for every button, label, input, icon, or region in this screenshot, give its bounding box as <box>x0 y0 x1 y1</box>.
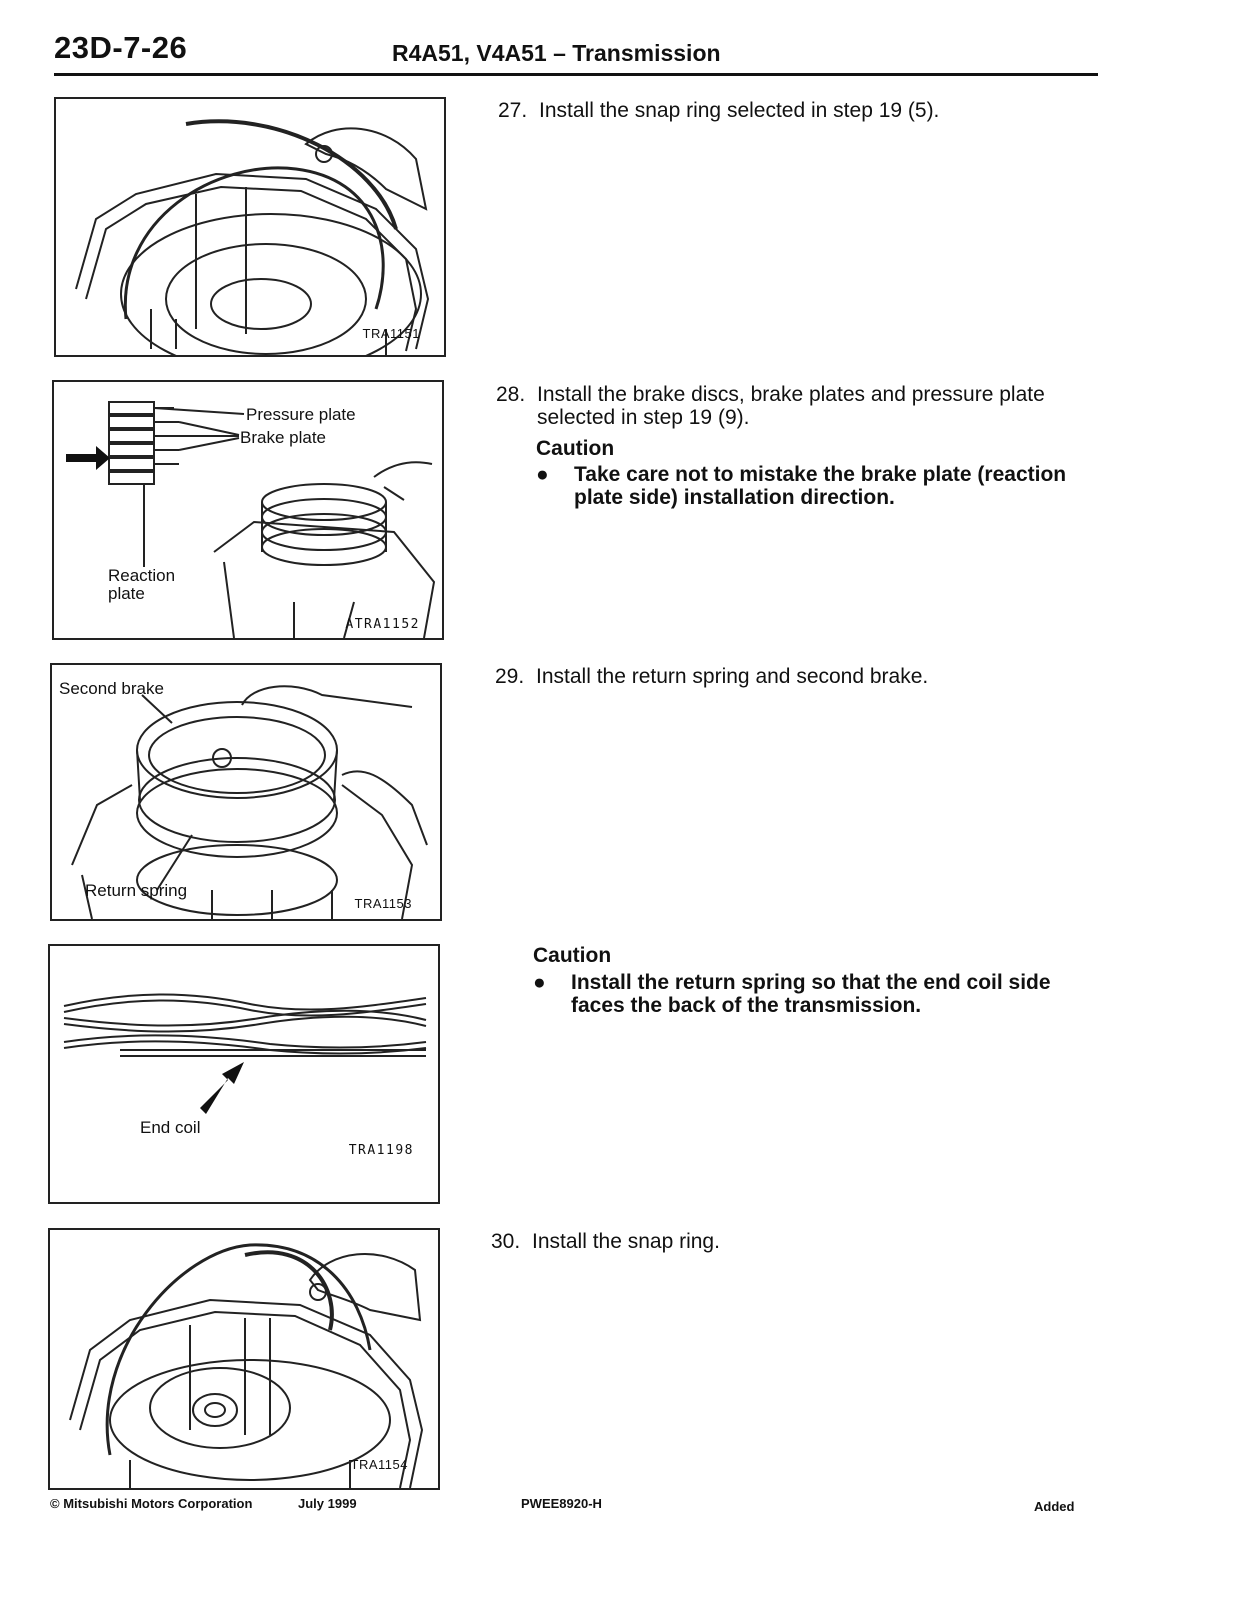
figure-snap-ring-2: TRA1154 <box>48 1228 440 1490</box>
footer-status: Added <box>1034 1499 1075 1514</box>
figure-code: ATRA1152 <box>345 617 420 632</box>
figure-code: TRA1151 <box>362 326 420 341</box>
brake-plates-illustration <box>66 401 436 638</box>
bullet: ● <box>536 463 549 486</box>
caution-title: Caution <box>533 944 612 967</box>
header-rule <box>54 73 1098 76</box>
caution-item: ● Install the return spring so that the … <box>533 971 1093 1019</box>
snap-ring-illustration-2 <box>69 1243 424 1488</box>
figure-code: TRA1154 <box>350 1457 408 1472</box>
label-second-brake: Second brake <box>59 679 164 698</box>
figure-end-coil: End coil TRA1198 <box>48 944 440 1204</box>
page-title: R4A51, V4A51 – Transmission <box>392 40 721 66</box>
page-header: 23D-7-26 R4A51, V4A51 – Transmission <box>54 30 1098 78</box>
figure-code: TRA1153 <box>354 896 412 911</box>
label-plate: plate <box>108 584 145 603</box>
label-pressure-plate: Pressure plate <box>246 405 356 424</box>
snap-ring-illustration-1 <box>75 119 430 355</box>
figure-second-brake: Second brake Return spring TRA1153 <box>50 663 442 921</box>
label-return-spring: Return spring <box>85 881 188 900</box>
caution-item: ● Take care not to mistake the brake pla… <box>536 463 1096 511</box>
footer-copyright: © Mitsubishi Motors Corporation <box>50 1496 253 1511</box>
footer-doc-code: PWEE8920-H <box>521 1496 602 1511</box>
caution-text-line2: plate side) installation direction. <box>574 486 895 509</box>
step-number: 29. <box>495 665 525 688</box>
step-text: Install the return spring and second bra… <box>536 665 929 688</box>
label-reaction: Reaction <box>108 566 176 585</box>
step-text: Install the snap ring. <box>532 1230 720 1253</box>
caution-text-line1: Take care not to mistake the brake plate… <box>574 463 1067 486</box>
step-number: 28. <box>496 383 526 406</box>
footer-date: July 1999 <box>298 1496 357 1511</box>
second-brake-illustration <box>71 685 428 919</box>
step-text: Install the snap ring selected in step 1… <box>539 99 940 122</box>
label-brake-plate: Brake plate <box>240 428 326 447</box>
figure-brake-plates: Pressure plate Brake plate Reaction plat… <box>52 380 444 640</box>
figure-code: TRA1198 <box>348 1143 414 1158</box>
step-29: 29. Install the return spring and second… <box>495 664 1095 690</box>
label-end-coil: End coil <box>140 1118 201 1137</box>
step-text-line2: selected in step 19 (9). <box>537 406 750 429</box>
caution-title: Caution <box>536 437 615 460</box>
figure-snap-ring-1: TRA1151 <box>54 97 446 357</box>
step-28: 28. Install the brake discs, brake plate… <box>496 382 1096 434</box>
step-30: 30. Install the snap ring. <box>491 1229 1091 1255</box>
bullet: ● <box>533 971 546 994</box>
end-coil-illustration <box>63 993 427 1114</box>
caution-text-line1: Install the return spring so that the en… <box>571 971 1051 994</box>
page-number: 23D-7-26 <box>54 30 188 65</box>
caution-text-line2: faces the back of the transmission. <box>571 994 922 1017</box>
step-number: 30. <box>491 1230 521 1253</box>
step-text-line1: Install the brake discs, brake plates an… <box>537 383 1045 406</box>
step-27: 27. Install the snap ring selected in st… <box>498 98 1098 124</box>
step-number: 27. <box>498 99 528 122</box>
